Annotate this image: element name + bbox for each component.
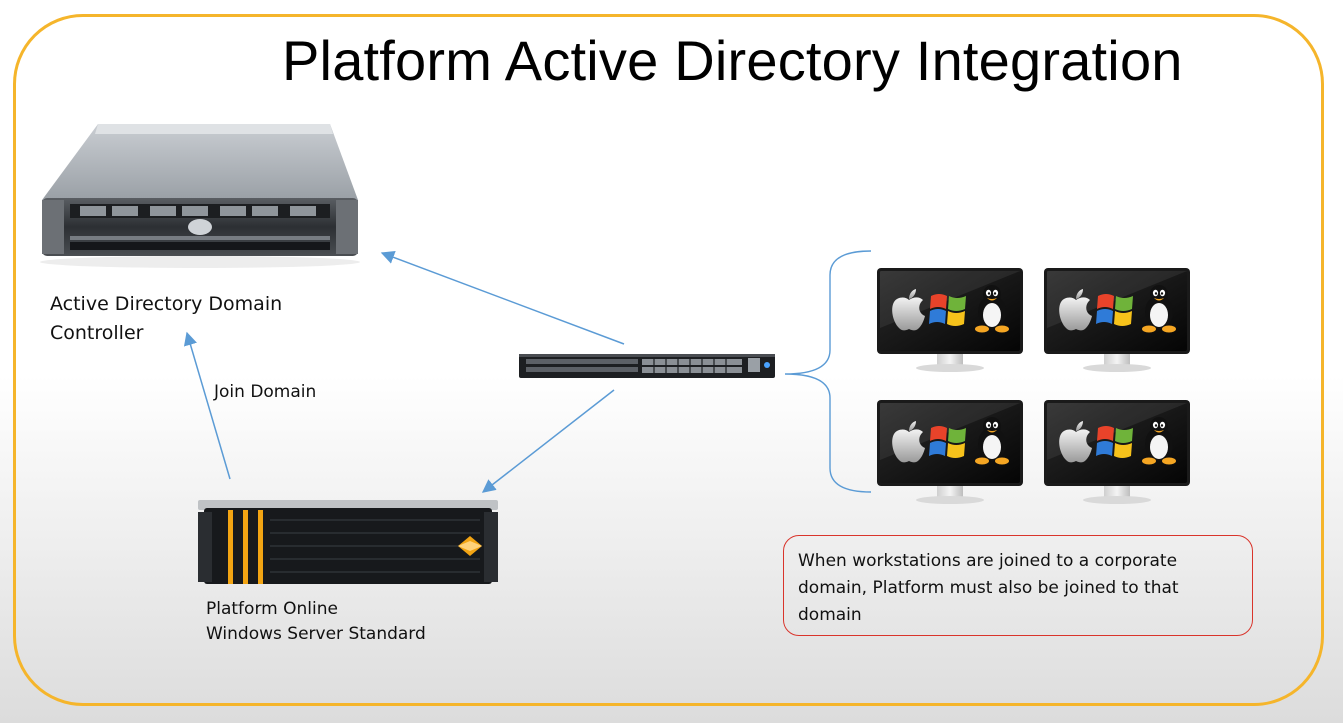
slide-title: Platform Active Directory Integration bbox=[282, 29, 1183, 92]
callout-note-line1: When workstations are joined to a corpor… bbox=[798, 551, 1178, 571]
arrow-switch-to-platform bbox=[481, 389, 615, 493]
callout-note: When workstations are joined to a corpor… bbox=[783, 535, 1253, 636]
domain-controller-label-line1: Active Directory Domain bbox=[50, 293, 283, 315]
storage-server-icon bbox=[198, 500, 498, 584]
slide-frame bbox=[13, 14, 1324, 706]
platform-server-label-line2: Windows Server Standard bbox=[206, 624, 426, 644]
rack-server-icon bbox=[40, 124, 360, 268]
platform-server-label-line1: Platform Online bbox=[206, 599, 338, 619]
join-domain-label: Join Domain bbox=[214, 382, 317, 402]
callout-note-line2: domain, Platform must also be joined to … bbox=[798, 578, 1179, 598]
network-switch bbox=[519, 354, 775, 378]
domain-controller-label-line2: Controller bbox=[50, 322, 144, 344]
workstation-monitor bbox=[1044, 400, 1190, 504]
workstation-group-bracket bbox=[784, 250, 872, 493]
callout-note-line3: domain bbox=[798, 605, 862, 625]
platform-server bbox=[198, 500, 498, 584]
arrow-join-domain bbox=[183, 331, 231, 480]
arrow-switch-to-dc bbox=[380, 250, 625, 345]
domain-controller-server bbox=[40, 124, 360, 268]
domain-controller-label: Active Directory Domain Controller bbox=[50, 290, 330, 348]
workstation-monitor bbox=[877, 268, 1023, 372]
platform-server-label: Platform Online Windows Server Standard bbox=[206, 597, 426, 647]
workstation-monitor bbox=[1044, 268, 1190, 372]
workstation-monitor bbox=[877, 400, 1023, 504]
network-switch-icon bbox=[519, 354, 775, 378]
